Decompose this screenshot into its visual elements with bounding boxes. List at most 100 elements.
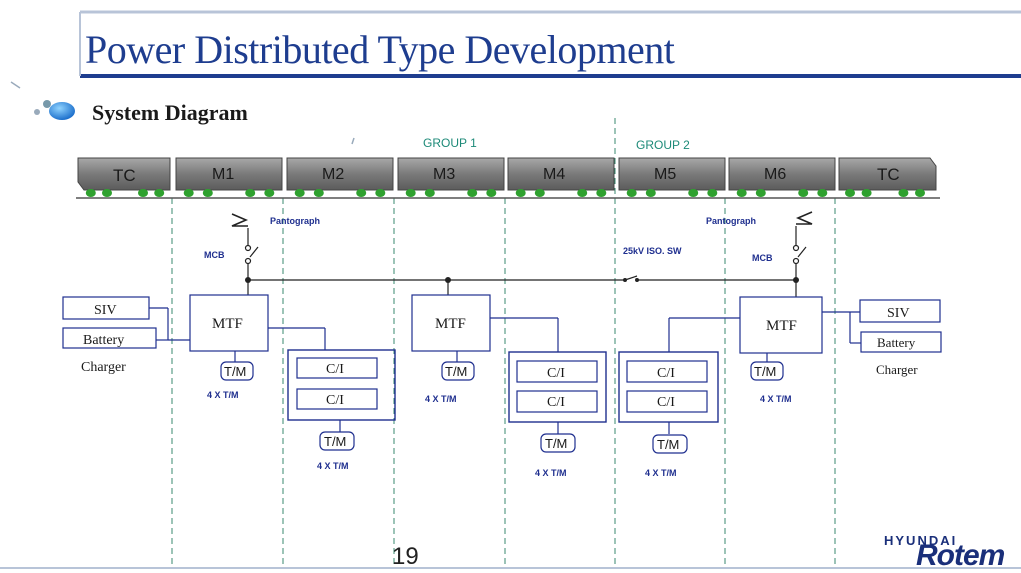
tm-center-count: 4 X T/M: [425, 394, 457, 404]
iso-switch-contact: [635, 278, 639, 282]
siv-right-box: [859, 299, 941, 323]
siv-right-label: SIV: [887, 306, 910, 321]
ci-label: C/I: [326, 393, 344, 408]
wheel: [202, 189, 213, 197]
car-dividers: [171, 198, 836, 567]
mcb-right-icon: [792, 226, 807, 265]
battery-right-label: Battery: [877, 335, 916, 350]
tm-left-count: 4 X T/M: [207, 390, 239, 400]
car-m6: [728, 157, 836, 191]
car-label-m3: M3: [433, 166, 455, 183]
wheel: [183, 189, 194, 197]
battery-left-label: Battery: [83, 333, 124, 348]
pantograph-left-icon: [231, 213, 249, 227]
tm-right-label: T/M: [754, 364, 776, 379]
tm-left-box: [220, 361, 254, 381]
car-label-tc-left: TC: [113, 166, 136, 185]
wheel: [755, 189, 766, 197]
wheel: [294, 189, 305, 197]
train: TC M1 M2 M3 M4 M5 M6 TC: [76, 157, 940, 199]
wheel: [898, 189, 909, 197]
wheel: [688, 189, 699, 197]
wheel: [356, 189, 367, 197]
logo-rotem: Rotem: [916, 539, 1005, 572]
wheel: [596, 189, 607, 197]
tm-left-label: T/M: [224, 364, 246, 379]
wheel: [798, 189, 809, 197]
iso-switch-contact: [623, 278, 627, 282]
mtf-left-wiring: [234, 327, 326, 362]
ci-label: C/I: [657, 366, 675, 381]
car-m1: [175, 157, 283, 191]
mtf-center-wiring: [456, 317, 559, 362]
tm-right-count: 4 X T/M: [760, 394, 792, 404]
siv-left-label: SIV: [94, 303, 117, 318]
page-subtitle: System Diagram: [92, 100, 248, 125]
tm-count: 4 X T/M: [317, 461, 349, 471]
tm-box: [319, 431, 355, 451]
ci-group-1: [287, 349, 396, 421]
ci-label: C/I: [547, 395, 565, 410]
decor-tick: [351, 137, 355, 145]
wheel: [845, 189, 855, 197]
ci-box: [516, 360, 598, 383]
wheel: [486, 189, 497, 197]
wheel: [405, 189, 416, 197]
wheel: [626, 189, 637, 197]
charger-left-label: Charger: [81, 360, 126, 375]
tm-right-box: [750, 361, 784, 381]
tm-box: [540, 433, 576, 453]
tm-label: T/M: [324, 434, 346, 449]
wheel: [154, 189, 165, 197]
ci-label: C/I: [547, 366, 565, 381]
mcb-left-label: MCB: [204, 250, 225, 260]
mtf-right-label: MTF: [766, 318, 797, 334]
group-1-label: GROUP 1: [423, 136, 477, 150]
hv-bus: [247, 264, 797, 297]
ci-box: [626, 360, 708, 383]
mtf-right-box: [739, 296, 823, 354]
wheel: [313, 189, 324, 197]
ci-label: C/I: [657, 395, 675, 410]
wheel: [534, 189, 545, 197]
group-2-label: GROUP 2: [636, 138, 690, 152]
tm-label: T/M: [545, 436, 567, 451]
car-label-m1: M1: [212, 166, 234, 183]
car-label-m4: M4: [543, 166, 565, 183]
wheel: [245, 189, 256, 197]
wheel: [102, 189, 112, 197]
car-label-m6: M6: [764, 166, 786, 183]
wheel: [915, 189, 925, 197]
wheel: [375, 189, 386, 197]
wheel: [861, 189, 872, 197]
wheel: [817, 189, 828, 197]
pantograph-right-label: Pantograph: [706, 216, 756, 226]
wheel: [264, 189, 275, 197]
car-m3: [397, 157, 505, 191]
hv-bus-node: [245, 277, 251, 283]
charger-right-label: Charger: [876, 362, 918, 377]
iso-switch-label: 25kV ISO. SW: [623, 246, 682, 256]
pantograph-right-icon: [795, 211, 813, 225]
wheel: [707, 189, 718, 197]
battery-left-box: [62, 327, 157, 349]
car-tc-left: [77, 157, 171, 191]
mtf-left-label: MTF: [212, 316, 243, 332]
wheels: [85, 189, 925, 197]
hv-bus-node: [445, 277, 451, 283]
ci-box: [516, 390, 598, 413]
wheel: [515, 189, 526, 197]
mtf-left-box: [189, 294, 269, 352]
wheel: [85, 189, 96, 197]
wheel: [577, 189, 588, 197]
car-m5: [618, 157, 726, 191]
tm-label: T/M: [657, 437, 679, 452]
decor-tick: [10, 81, 21, 89]
car-m2: [286, 157, 394, 191]
car-label-m5: M5: [654, 166, 676, 183]
tm-center-box: [441, 361, 475, 381]
tm-count: 4 X T/M: [535, 468, 567, 478]
ci-label: C/I: [326, 362, 344, 377]
